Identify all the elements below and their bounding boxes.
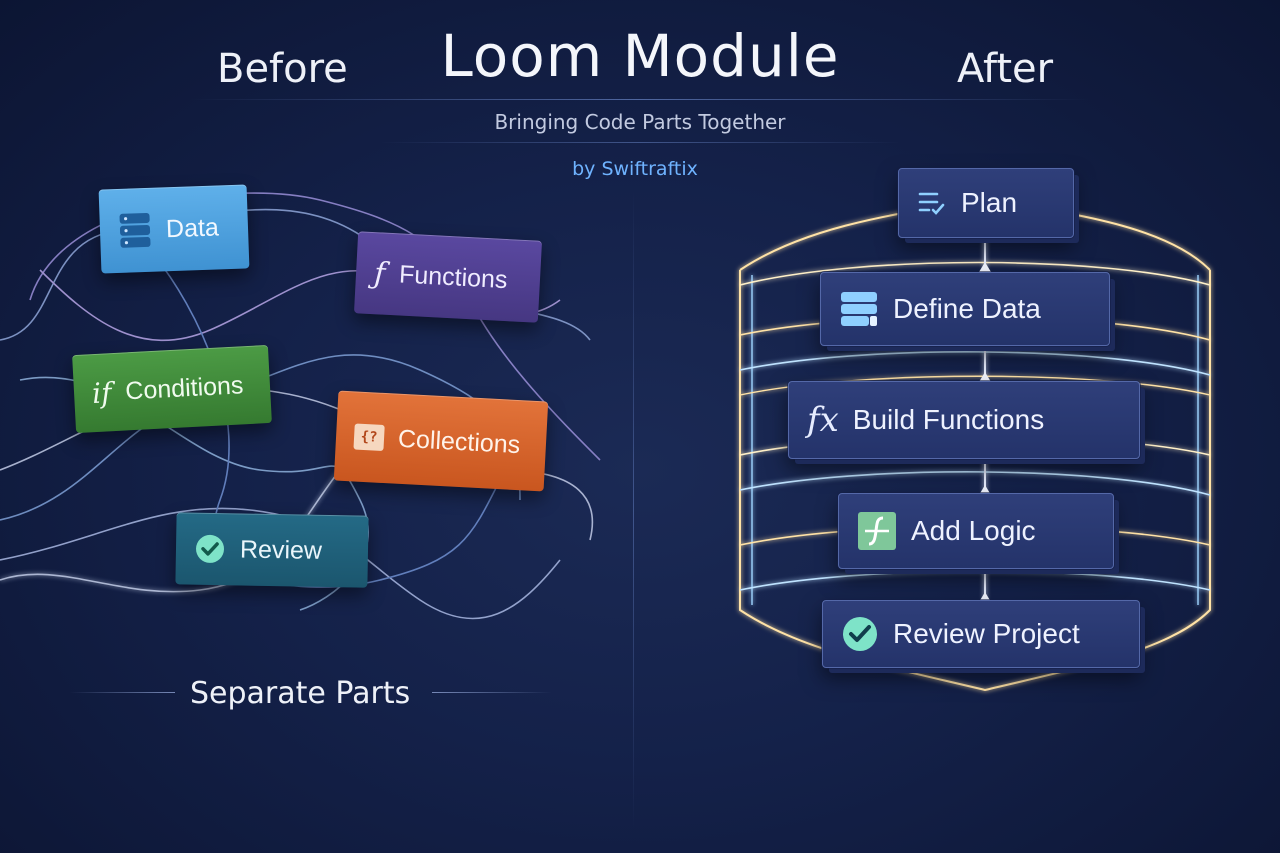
review-card-label: Review [239, 534, 323, 565]
step-plan: Plan [898, 168, 1074, 238]
before-label: Before [217, 46, 348, 92]
checkmark-icon [194, 533, 227, 566]
footer-rule-right [432, 692, 552, 693]
byline: by Swiftraftix [572, 158, 698, 180]
step-build-functions: fx Build Functions [788, 381, 1140, 459]
step-review-project: Review Project [822, 600, 1140, 668]
step-add-logic: Add Logic [838, 493, 1114, 569]
conditions-card: if Conditions [72, 344, 272, 434]
step-define-data-label: Define Data [893, 293, 1041, 324]
collections-card: {? Collections [333, 390, 549, 492]
step-build-functions-label: Build Functions [852, 404, 1045, 435]
database-icon [117, 211, 152, 250]
page-title: Loom Module [440, 22, 840, 90]
function-icon: ƒ [373, 255, 387, 292]
braces-icon: {? [353, 423, 385, 451]
data-card: Data [98, 184, 250, 274]
separate-parts-label: Separate Parts [190, 676, 411, 711]
collections-card-label: Collections [397, 424, 521, 459]
functions-card: ƒ Functions [353, 231, 543, 323]
page-subtitle: Bringing Code Parts Together [494, 110, 786, 134]
conditions-card-label: Conditions [124, 370, 245, 405]
if-icon: if [91, 375, 113, 410]
review-card: Review [175, 512, 369, 588]
logic-icon [857, 511, 897, 551]
data-card-label: Data [165, 212, 220, 243]
database-icon [839, 289, 879, 329]
subtitle-rule [380, 142, 900, 143]
function-icon: fx [807, 400, 839, 440]
footer-rule-left [70, 692, 175, 693]
checklist-icon [917, 189, 947, 217]
checkmark-icon [841, 615, 879, 653]
step-review-project-label: Review Project [893, 618, 1080, 649]
step-add-logic-label: Add Logic [911, 515, 1036, 546]
functions-card-label: Functions [398, 259, 509, 294]
header-rule [190, 99, 1090, 100]
center-divider [633, 190, 634, 830]
after-label: After [957, 46, 1054, 92]
step-plan-label: Plan [961, 187, 1018, 218]
step-define-data: Define Data [820, 272, 1110, 346]
